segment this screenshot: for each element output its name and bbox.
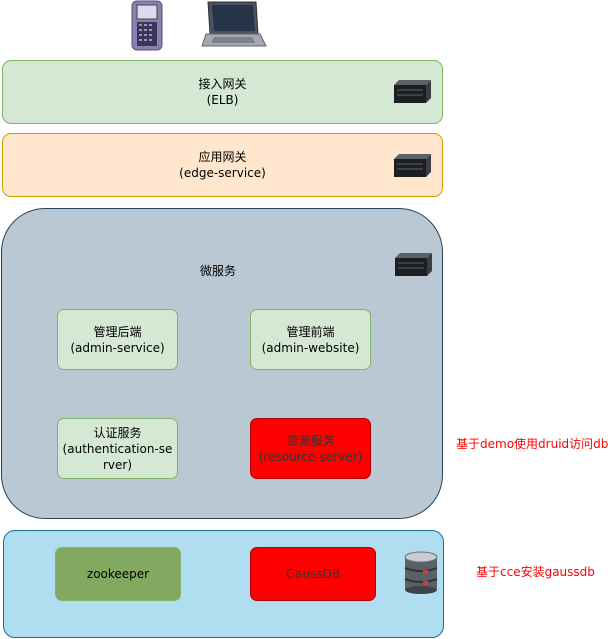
database-icon (404, 551, 438, 594)
service-title: 认证服务 (93, 425, 142, 440)
service-subtitle: (authentication-server) (62, 441, 173, 472)
gaussdb-node: GaussDB (250, 547, 376, 601)
microservices-title: 微服务 (200, 264, 237, 278)
zookeeper-node: zookeeper (55, 547, 181, 601)
resource-server-node: 资源服务 (resource-server) (250, 418, 371, 479)
service-title: 管理后端 (93, 324, 142, 339)
server-icon (395, 253, 432, 276)
service-subtitle: (admin-website) (261, 340, 360, 355)
edge-gateway-title: 应用网关 (198, 150, 247, 164)
authentication-server-node: 认证服务 (authentication-server) (57, 418, 178, 479)
resource-note: 基于demo使用druid访问db (456, 437, 608, 451)
laptop-icon (201, 1, 267, 47)
service-subtitle: (admin-service) (70, 340, 165, 355)
service-subtitle: (resource-server) (258, 449, 363, 464)
server-icon (394, 154, 431, 177)
edge-gateway-subtitle: (edge-service) (179, 166, 266, 180)
service-title: 管理前端 (286, 324, 335, 339)
service-title: 资源服务 (286, 433, 335, 448)
gauss-note: 基于cce安装gaussdb (476, 565, 595, 579)
elb-gateway-title: 接入网关 (198, 77, 247, 91)
server-icon (394, 80, 431, 103)
admin-service-node: 管理后端 (admin-service) (57, 309, 178, 370)
elb-gateway-subtitle: (ELB) (206, 93, 239, 107)
mobile-phone-icon (131, 0, 163, 51)
edge-gateway-node: 应用网关 (edge-service) (2, 133, 443, 197)
admin-website-node: 管理前端 (admin-website) (250, 309, 371, 370)
elb-gateway-node: 接入网关 (ELB) (2, 60, 443, 124)
